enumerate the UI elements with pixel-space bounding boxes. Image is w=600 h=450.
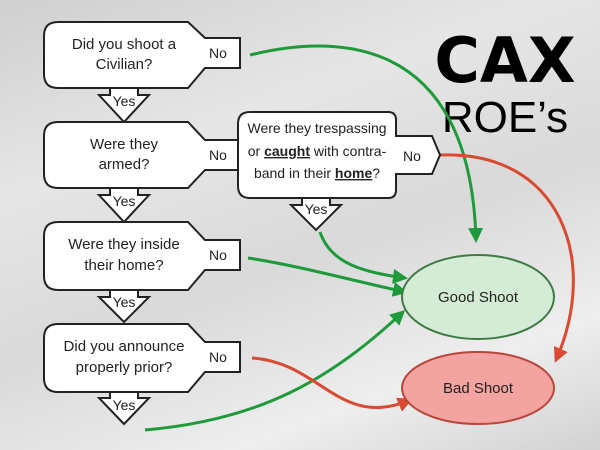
yes-arrow-1: Yes xyxy=(96,87,152,124)
question-box-4: Did you announce properly prior? No xyxy=(43,323,241,393)
yes-arrow-3: Yes xyxy=(96,289,152,324)
question-3-line2: their home? xyxy=(84,257,163,274)
side-question-line3: band in their home? xyxy=(254,165,380,181)
arrow-q4yes-good xyxy=(144,309,406,432)
yes-arrow-4: Yes xyxy=(96,391,152,426)
question-1-line1: Did you shoot a xyxy=(72,36,177,53)
good-shoot-node: Good Shoot xyxy=(401,254,555,340)
arrow-q3-good xyxy=(247,256,408,297)
yes-label-3: Yes xyxy=(113,294,136,310)
question-box-1: Did you shoot a Civilian? No xyxy=(43,21,241,89)
question-1-line2: Civilian? xyxy=(96,56,153,73)
arrow-side-good xyxy=(318,231,408,284)
brand-subtitle: ROE’s xyxy=(442,93,568,142)
side-question-line2: or caught with contra- xyxy=(248,143,387,159)
question-2-no-label: No xyxy=(209,147,227,163)
yes-label-2: Yes xyxy=(113,193,136,209)
question-box-2: Were they armed? No xyxy=(43,121,241,189)
side-question-box: Were they trespassing or caught with con… xyxy=(237,111,442,199)
side-question-line1: Were they trespassing xyxy=(247,120,386,136)
question-4-line1: Did you announce xyxy=(64,338,185,355)
question-4-no-label: No xyxy=(209,349,227,365)
question-box-3: Were they inside their home? No xyxy=(43,221,241,291)
yes-label-4: Yes xyxy=(113,397,136,413)
arrow-q1-good xyxy=(249,44,484,243)
good-shoot-label: Good Shoot xyxy=(438,289,519,306)
side-yes-arrow: Yes xyxy=(288,197,344,232)
yes-label-1: Yes xyxy=(113,93,136,109)
brand-title: CAX xyxy=(434,24,575,97)
side-question-no-label: No xyxy=(403,148,421,164)
arrow-side-bad xyxy=(439,153,575,363)
bad-shoot-node: Bad Shoot xyxy=(401,351,555,425)
question-2-line1: Were they xyxy=(90,136,159,153)
yes-arrow-2: Yes xyxy=(96,187,152,224)
arrow-q4no-bad xyxy=(251,356,413,412)
question-1-no-label: No xyxy=(209,45,227,61)
question-3-line1: Were they inside xyxy=(68,236,179,253)
question-3-no-label: No xyxy=(209,247,227,263)
bad-shoot-label: Bad Shoot xyxy=(443,380,514,397)
question-2-line2: armed? xyxy=(99,156,150,173)
question-4-line2: properly prior? xyxy=(76,359,173,376)
side-yes-label: Yes xyxy=(305,201,328,217)
